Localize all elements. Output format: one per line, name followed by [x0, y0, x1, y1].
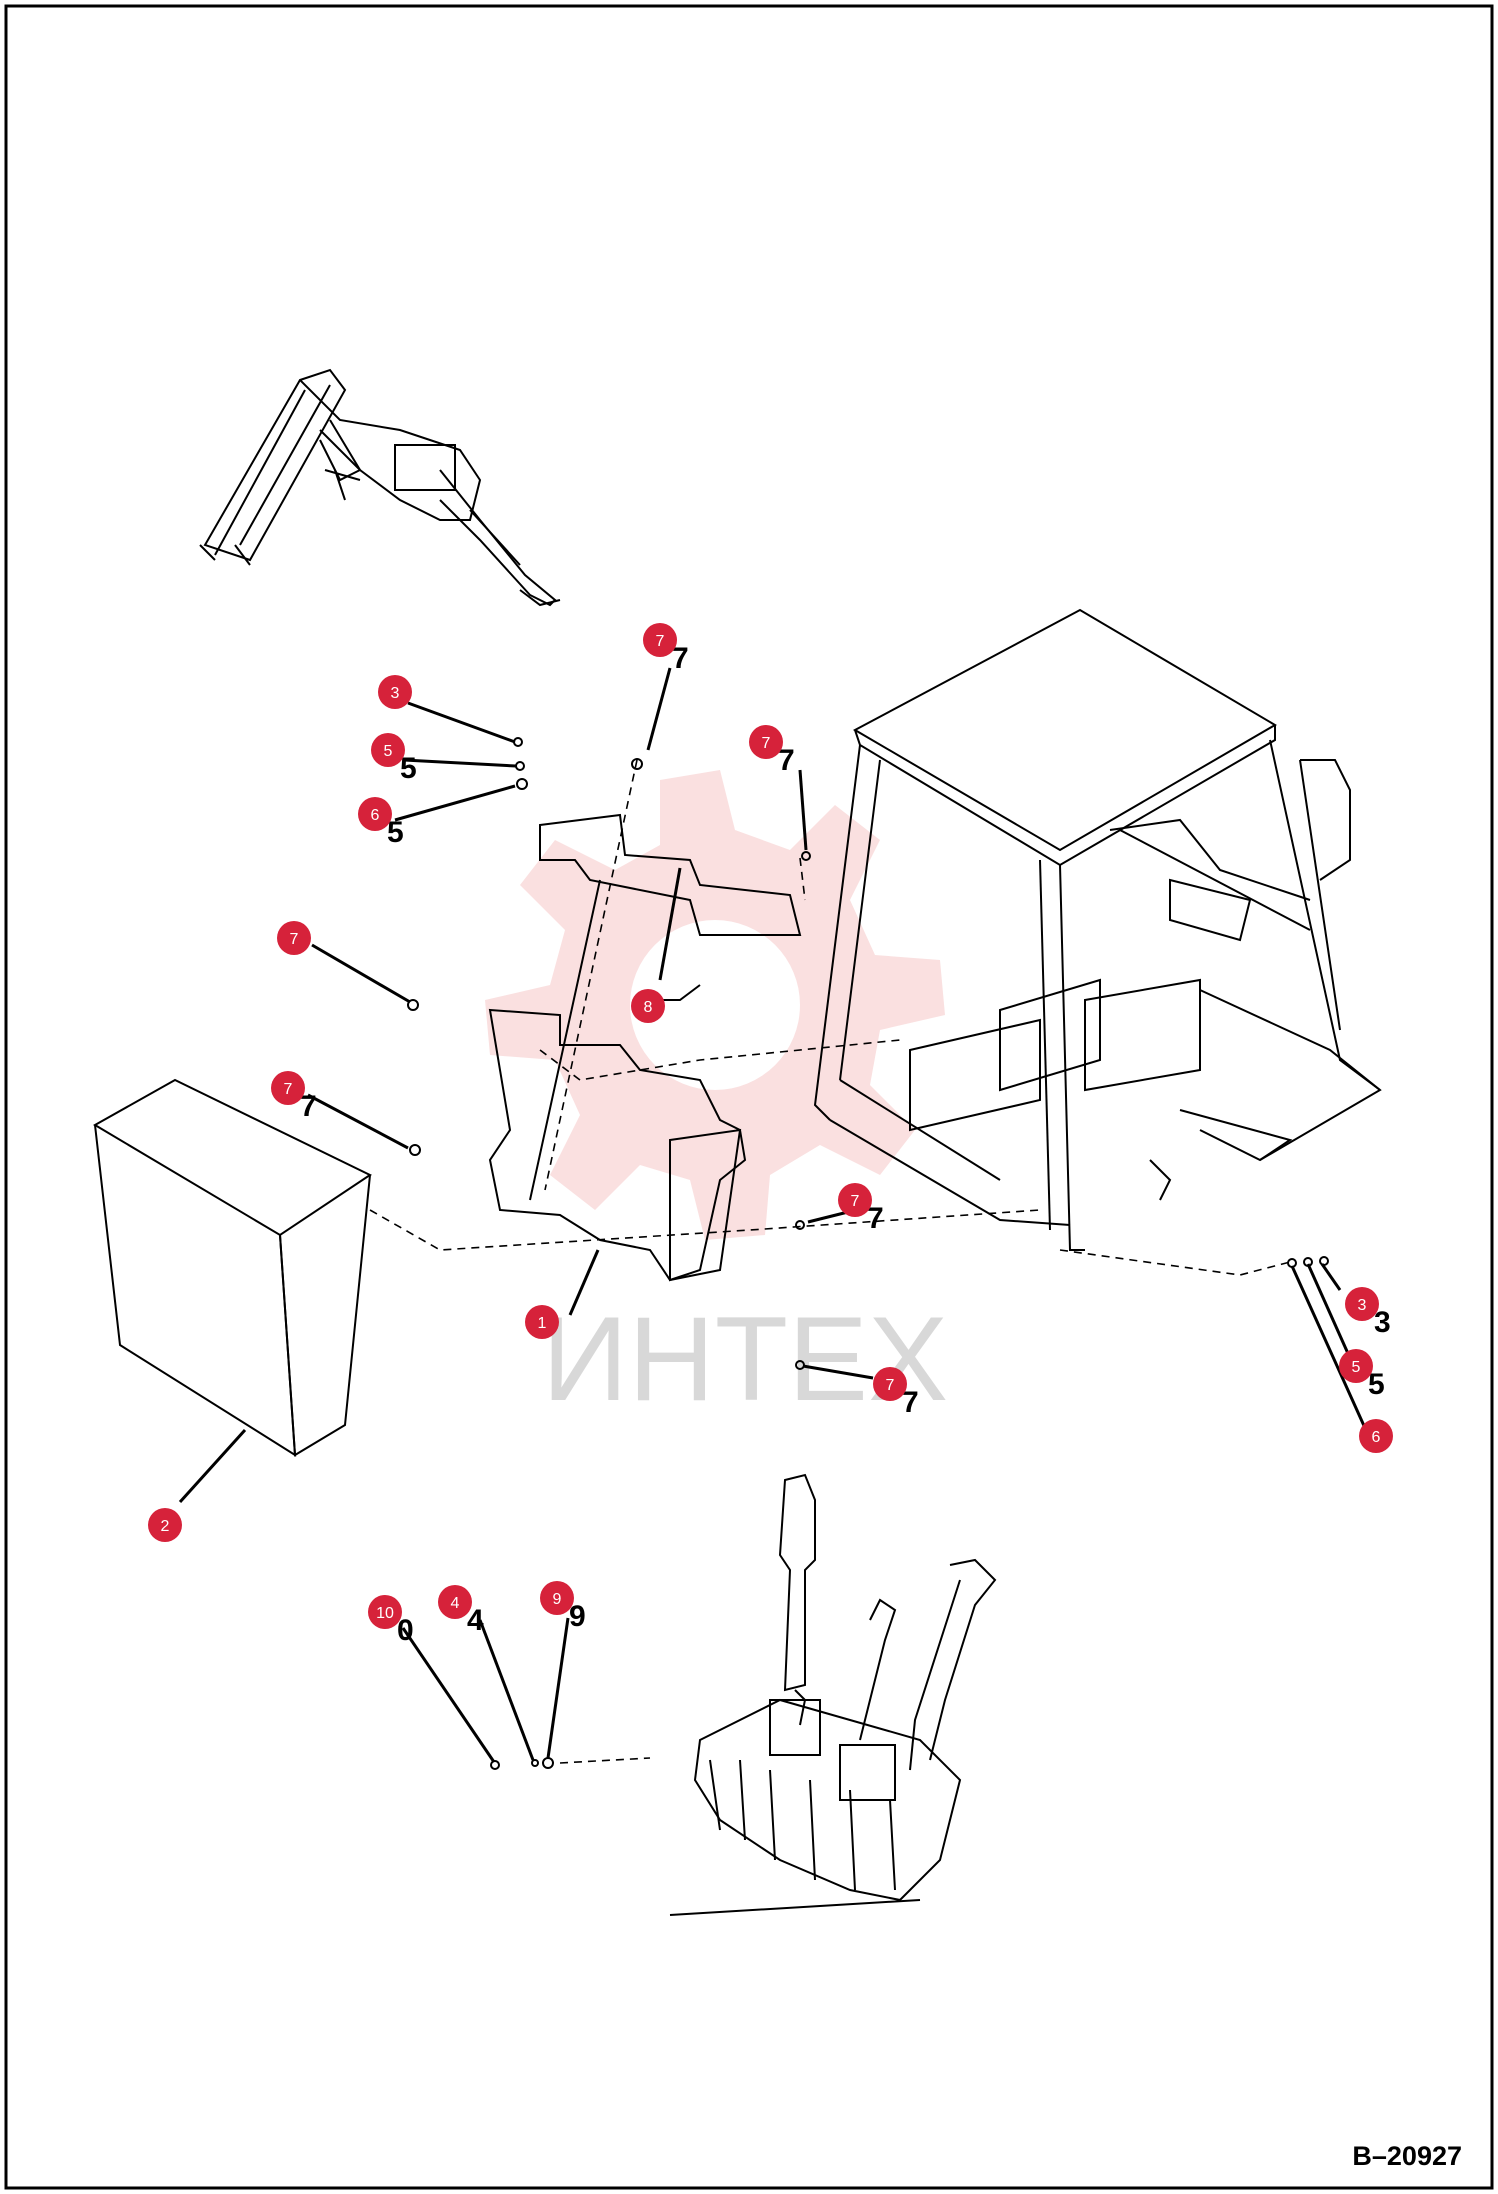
callout-3: 33 — [1345, 1287, 1391, 1339]
callout-7: 77 — [873, 1367, 919, 1419]
callout-ref-number: 4 — [467, 1604, 484, 1637]
callout-ref-number: 0 — [397, 1614, 414, 1647]
callout-marker — [271, 1071, 305, 1105]
callout-9: 99 — [540, 1581, 586, 1633]
callout-label: 5 — [1352, 1359, 1361, 1376]
callout-label: 7 — [851, 1193, 860, 1210]
control-box — [93, 1078, 373, 1457]
callout-5: 55 — [1339, 1349, 1385, 1401]
drawing-number: B–20927 — [1352, 2141, 1462, 2171]
callout-ref-number: 7 — [672, 642, 689, 675]
callout-ref-number: 5 — [1368, 1368, 1385, 1401]
backhoe-attachment — [199, 368, 561, 607]
callout-label: 7 — [656, 633, 665, 650]
callout-marker — [148, 1508, 182, 1542]
callout-3: 3 — [378, 675, 412, 709]
callout-7: 7 — [277, 921, 311, 955]
callout-label: 6 — [371, 807, 380, 824]
callout-label: 3 — [1358, 1297, 1367, 1314]
callout-ref-number: 9 — [569, 1600, 586, 1633]
callout-marker — [643, 623, 677, 657]
callout-5: 55 — [371, 733, 417, 785]
callout-ref-number: 7 — [300, 1090, 317, 1123]
callout-ref-number: 7 — [902, 1386, 919, 1419]
callout-7: 77 — [838, 1183, 884, 1235]
callout-label: 9 — [553, 1591, 562, 1608]
callout-7: 77 — [643, 623, 689, 675]
callout-marker — [525, 1305, 559, 1339]
callout-7: 77 — [271, 1071, 317, 1123]
callout-marker — [838, 1183, 872, 1217]
callout-marker — [378, 675, 412, 709]
callout-marker — [368, 1595, 402, 1629]
callout-marker — [749, 725, 783, 759]
callout-label: 3 — [391, 685, 400, 702]
callout-label: 7 — [290, 931, 299, 948]
callout-ref-number: 7 — [867, 1202, 884, 1235]
callout-6: 6 — [1359, 1419, 1393, 1453]
callout-marker — [438, 1585, 472, 1619]
callout-marker — [1345, 1287, 1379, 1321]
callout-marker — [1339, 1349, 1373, 1383]
callout-ref-number: 3 — [1374, 1306, 1391, 1339]
callout-marker — [1359, 1419, 1393, 1453]
callout-2: 2 — [148, 1508, 182, 1542]
callout-label: 7 — [886, 1377, 895, 1394]
callout-marker — [873, 1367, 907, 1401]
callout-marker — [358, 797, 392, 831]
callout-label: 8 — [644, 999, 653, 1016]
watermark-text: ИНТЕХ — [542, 1292, 948, 1426]
mounting-bracket — [488, 813, 802, 1282]
callout-label: 6 — [1372, 1429, 1381, 1446]
callout-marker — [631, 989, 665, 1023]
dashed-reference-lines — [369, 759, 1291, 1764]
callout-ref-number: 7 — [778, 744, 795, 777]
page-border — [4, 4, 1494, 2190]
callout-label: 7 — [762, 735, 771, 752]
callout-4: 44 — [438, 1585, 484, 1637]
callout-label: 7 — [284, 1081, 293, 1098]
watermark-gear-icon — [485, 770, 945, 1240]
callout-10: 010 — [368, 1595, 414, 1647]
callout-marker — [540, 1581, 574, 1615]
callout-7: 77 — [749, 725, 795, 777]
callout-1: 1 — [525, 1305, 559, 1339]
callout-label: 2 — [161, 1518, 170, 1535]
callout-label: 5 — [384, 743, 393, 760]
callout-6: 56 — [358, 797, 404, 849]
control-valve-assembly — [669, 1473, 997, 1916]
callout-label: 10 — [376, 1605, 394, 1622]
callout-marker — [277, 921, 311, 955]
callout-ref-number: 5 — [400, 752, 417, 785]
callout-label: 1 — [538, 1315, 547, 1332]
callout-8: 8 — [631, 989, 665, 1023]
callout-label: 4 — [451, 1595, 460, 1612]
leader-lines — [178, 667, 1367, 1763]
cab-frame — [813, 608, 1382, 1251]
callout-marker — [371, 733, 405, 767]
callout-ref-number: 5 — [387, 816, 404, 849]
